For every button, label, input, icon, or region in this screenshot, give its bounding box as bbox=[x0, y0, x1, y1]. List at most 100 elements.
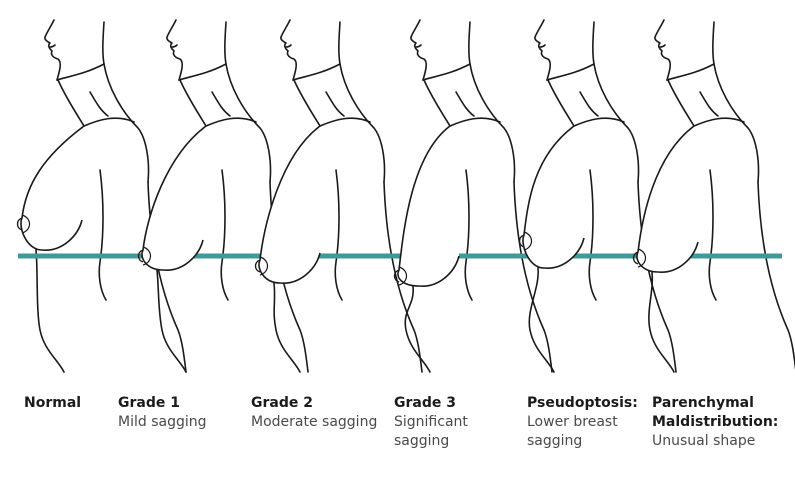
mouth bbox=[171, 44, 178, 48]
caption-title-line-2: Maldistribution: bbox=[652, 414, 779, 430]
neck-muscle bbox=[211, 91, 231, 117]
neck-front bbox=[57, 79, 85, 127]
breast-5 bbox=[632, 125, 699, 273]
neck-front bbox=[423, 79, 451, 127]
nipple bbox=[16, 217, 23, 231]
caption-description-line-2: sagging bbox=[394, 433, 450, 449]
figure-3 bbox=[404, 19, 553, 373]
figure-group bbox=[35, 19, 795, 373]
caption-grade-2: Grade 2 Moderate sagging bbox=[251, 394, 377, 432]
face-profile bbox=[166, 19, 184, 81]
areola bbox=[21, 214, 31, 234]
areola bbox=[398, 266, 408, 286]
jaw-line bbox=[178, 63, 227, 81]
figure-4 bbox=[528, 19, 677, 373]
caption-title: Normal bbox=[24, 395, 82, 411]
jaw-line bbox=[292, 63, 341, 81]
nipple bbox=[137, 249, 144, 263]
areola bbox=[142, 246, 152, 266]
neck-muscle bbox=[89, 91, 109, 117]
breast-outline bbox=[397, 125, 460, 287]
neck-back bbox=[592, 21, 640, 183]
collarbone bbox=[693, 117, 745, 127]
neck-front bbox=[179, 79, 207, 127]
caption-title: Grade 2 bbox=[251, 395, 313, 411]
arm-line bbox=[708, 169, 717, 301]
caption-description: Significant bbox=[394, 414, 468, 430]
neck-muscle bbox=[325, 91, 345, 117]
mouth bbox=[539, 44, 546, 48]
neck-back bbox=[712, 21, 760, 183]
figure-1 bbox=[156, 19, 309, 373]
breast-outline bbox=[636, 125, 699, 273]
caption-title: Grade 3 bbox=[394, 395, 456, 411]
arm-line bbox=[220, 169, 229, 301]
torso-front bbox=[273, 282, 301, 373]
mouth bbox=[49, 44, 56, 48]
breast-0 bbox=[16, 125, 85, 251]
torso-front bbox=[156, 269, 187, 373]
neck-muscle bbox=[579, 91, 599, 117]
arm-line bbox=[98, 169, 107, 301]
arm-line bbox=[334, 169, 343, 301]
collarbone bbox=[205, 117, 257, 127]
collarbone bbox=[319, 117, 371, 127]
neck-back bbox=[338, 21, 386, 183]
jaw-line bbox=[56, 63, 105, 81]
caption-description: Moderate sagging bbox=[251, 414, 378, 430]
collarbone bbox=[573, 117, 625, 127]
caption-grade-1: Grade 1 Mild sagging bbox=[118, 394, 207, 432]
face-profile bbox=[410, 19, 428, 81]
breast-2 bbox=[254, 125, 321, 284]
figure-overlay-group bbox=[16, 125, 699, 287]
neck-muscle bbox=[455, 91, 475, 117]
torso-front bbox=[528, 267, 555, 373]
torso-front bbox=[35, 249, 65, 373]
mouth bbox=[659, 44, 666, 48]
breast-outline bbox=[20, 125, 85, 251]
face-profile bbox=[44, 19, 62, 81]
breast-3 bbox=[393, 125, 460, 287]
figure-0 bbox=[35, 19, 187, 373]
caption-pseudoptosis: Pseudoptosis: Lower breast sagging bbox=[527, 394, 638, 451]
collarbone bbox=[83, 117, 135, 127]
caption-description-line-2: sagging bbox=[527, 433, 583, 449]
caption-parenchymal-maldistribution: Parenchymal Maldistribution: Unusual sha… bbox=[652, 394, 778, 451]
mouth bbox=[285, 44, 292, 48]
torso-back bbox=[637, 181, 677, 373]
caption-description: Mild sagging bbox=[118, 414, 207, 430]
jaw-line bbox=[546, 63, 595, 81]
torso-back bbox=[513, 181, 553, 373]
torso-back bbox=[383, 181, 423, 373]
figure-5 bbox=[648, 19, 795, 373]
areola bbox=[637, 248, 647, 268]
neck-back bbox=[102, 21, 150, 183]
neck-front bbox=[547, 79, 575, 127]
torso-back bbox=[757, 181, 795, 371]
neck-back bbox=[224, 21, 272, 183]
caption-title: Grade 1 bbox=[118, 395, 180, 411]
nipple bbox=[632, 251, 639, 265]
nipple bbox=[393, 269, 400, 283]
jaw-line bbox=[666, 63, 715, 81]
breast-outline bbox=[141, 125, 207, 271]
caption-title: Parenchymal bbox=[652, 395, 754, 411]
breast-1 bbox=[137, 125, 207, 271]
neck-front bbox=[667, 79, 695, 127]
breast-outline bbox=[522, 125, 585, 269]
caption-grade-3: Grade 3 Significant sagging bbox=[394, 394, 468, 451]
areola bbox=[259, 256, 269, 276]
neck-muscle bbox=[699, 91, 719, 117]
caption-title: Pseudoptosis: bbox=[527, 395, 638, 411]
neck-front bbox=[293, 79, 321, 127]
face-profile bbox=[280, 19, 298, 81]
mouth bbox=[415, 44, 422, 48]
face-profile bbox=[654, 19, 672, 81]
collarbone bbox=[449, 117, 501, 127]
torso-front bbox=[404, 285, 431, 373]
neck-back bbox=[468, 21, 516, 183]
face-profile bbox=[534, 19, 552, 81]
arm-line bbox=[588, 169, 597, 301]
caption-description: Lower breast bbox=[527, 414, 618, 430]
